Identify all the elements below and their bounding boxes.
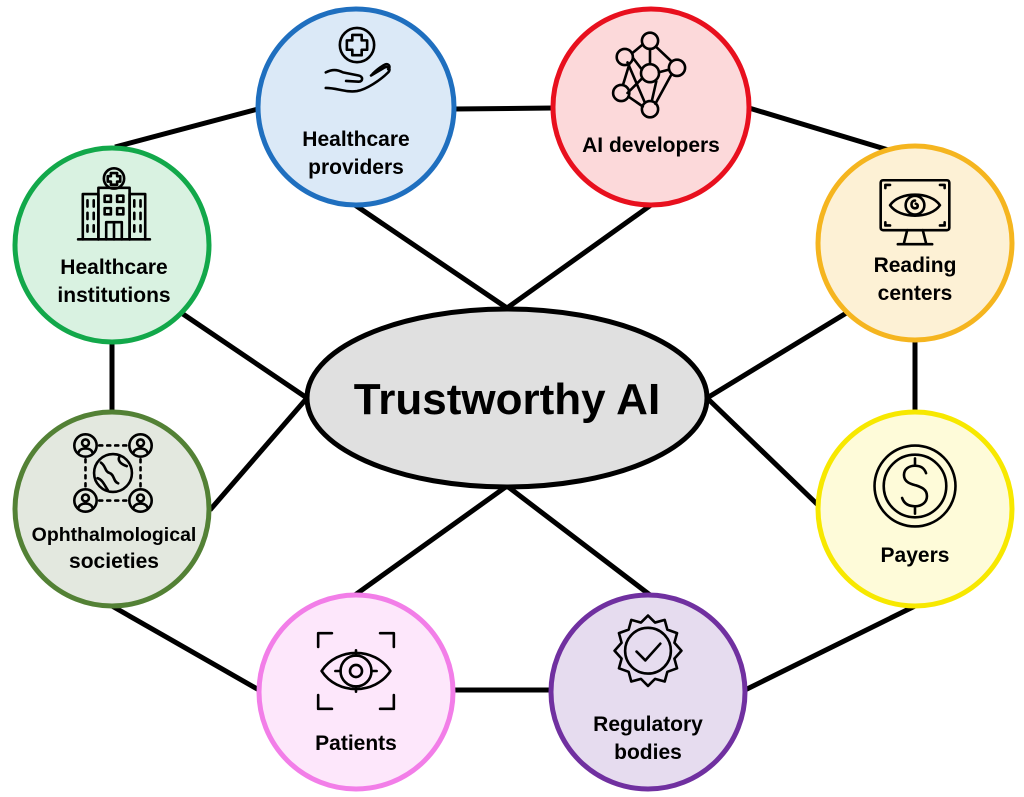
edge-center-patients	[353, 483, 509, 598]
node-circle	[548, 592, 748, 792]
edge-center-providers	[353, 202, 509, 311]
node-label: Payers	[881, 544, 950, 567]
node-regulatory-bodies: Regulatory bodies	[548, 592, 748, 792]
center-ellipse	[304, 306, 710, 490]
node-label: Regulatory	[593, 713, 703, 736]
node-label: bodies	[614, 741, 682, 764]
node-circle	[12, 409, 212, 609]
node-healthcare-institutions: Healthcare institutions	[12, 145, 212, 345]
stakeholder-nodes: Healthcare providers AI developers Readi…	[12, 6, 1015, 792]
node-label: societies	[69, 550, 159, 573]
edge-center-institutions	[178, 309, 309, 401]
edge-institutions-providers	[114, 106, 259, 150]
edge-center-societies	[208, 396, 309, 512]
edge-developers-reading	[748, 105, 906, 158]
node-label: Reading	[874, 254, 957, 277]
node-label: providers	[308, 156, 404, 179]
node-label: AI developers	[582, 134, 720, 157]
center-title: Trustworthy AI	[354, 375, 660, 424]
center-node: Trustworthy AI	[304, 306, 710, 490]
connection-lines	[109, 105, 918, 693]
node-payers: Payers	[815, 409, 1015, 609]
node-label: Ophthalmological	[32, 524, 197, 546]
node-reading-centers: Reading centers	[815, 143, 1015, 343]
node-label: Healthcare	[60, 256, 167, 279]
edge-center-regulatory	[505, 484, 652, 597]
node-patients: Patients	[256, 592, 456, 792]
node-ai-developers: AI developers	[550, 6, 752, 208]
node-healthcare-providers: Healthcare providers	[255, 6, 457, 208]
node-label: Healthcare	[302, 128, 409, 151]
node-circle	[550, 6, 752, 208]
edge-payers-regulatory	[743, 603, 917, 693]
node-circle	[12, 145, 212, 345]
node-circle	[255, 6, 457, 208]
edge-center-developers	[505, 202, 653, 311]
edge-providers-developers	[453, 105, 554, 112]
edge-center-reading	[705, 309, 850, 401]
node-label: Patients	[315, 732, 397, 755]
edge-patients-societies	[110, 603, 261, 693]
node-label: institutions	[57, 284, 170, 307]
edge-center-payers	[705, 396, 820, 507]
node-ophthalmological-societies: Ophthalmological societies	[12, 409, 212, 609]
node-label: centers	[878, 282, 953, 305]
